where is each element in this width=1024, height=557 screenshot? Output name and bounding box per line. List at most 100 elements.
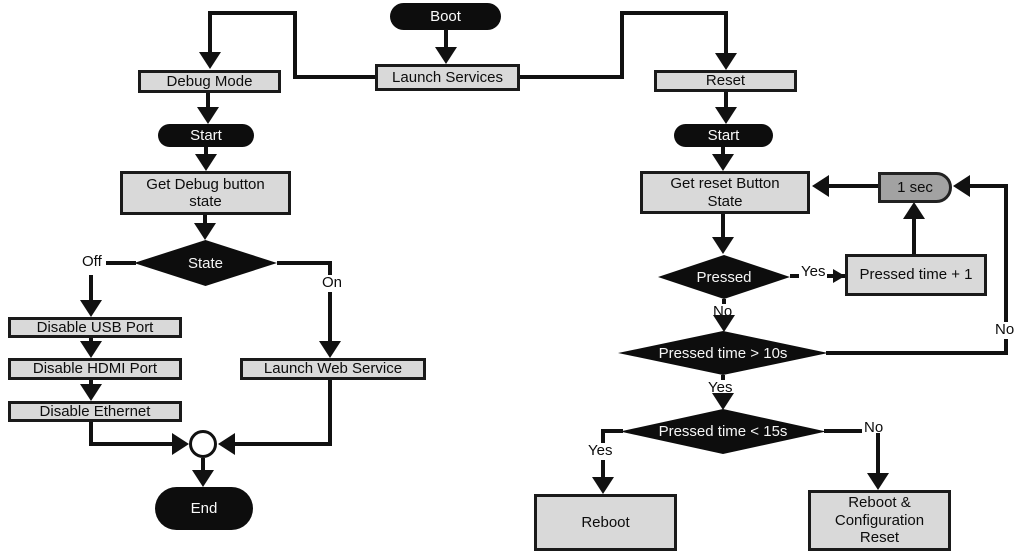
- node-reboot-label: Reboot: [581, 513, 630, 531]
- node-pressed-time-plus-one: Pressed time + 1: [845, 254, 987, 296]
- connector-launch-reset-h1: [520, 75, 624, 79]
- node-state-decision-label: State: [187, 254, 224, 272]
- node-launch-web-service-label: Launch Web Service: [263, 360, 403, 378]
- node-end-terminal: End: [155, 487, 253, 530]
- connector-launch-reset-h2: [620, 11, 728, 15]
- node-disable-usb-port: Disable USB Port: [8, 317, 182, 338]
- connector-launch-debug-h2: [208, 11, 297, 15]
- arrowhead-left-icon: [218, 433, 235, 455]
- connector-launch-debug-v1: [293, 11, 297, 79]
- node-launch-services-label: Launch Services: [392, 68, 503, 86]
- arrowhead-down-icon: [192, 470, 214, 487]
- connector-gt10-no-h: [826, 351, 1008, 355]
- node-debug-start-terminal: Start: [158, 124, 254, 147]
- arrowhead-down-icon: [194, 223, 216, 240]
- connector-lt15-no-h: [824, 429, 882, 433]
- arrowhead-down-icon: [712, 237, 734, 254]
- node-reboot-config-reset-label: Reboot & Configuration Reset: [834, 494, 925, 547]
- arrowhead-down-icon: [592, 477, 614, 494]
- node-pressed-time-lt-15s-label: Pressed time < 15s: [658, 423, 788, 440]
- arrowhead-down-icon: [199, 52, 221, 69]
- connector-launch-reset-v1: [620, 11, 624, 79]
- connector-usb-hdmi-line: [89, 338, 93, 342]
- arrowhead-up-icon: [903, 202, 925, 219]
- arrowhead-down-icon: [319, 341, 341, 358]
- connector-loop-no-h-top: [966, 184, 1008, 188]
- node-reset-start-terminal: Start: [674, 124, 773, 147]
- connector-merge-end-line: [201, 458, 205, 471]
- arrowhead-down-icon: [715, 53, 737, 70]
- arrowhead-right-icon: [833, 269, 845, 283]
- connector-boot-launch-line: [444, 29, 448, 49]
- edge-label-off: Off: [80, 253, 104, 271]
- node-disable-hdmi-port: Disable HDMI Port: [8, 358, 182, 380]
- edge-label-lt15-yes: Yes: [586, 442, 615, 460]
- arrowhead-down-icon: [715, 107, 737, 124]
- connector-state-off-h: [106, 261, 136, 265]
- node-pressed-decision-label: Pressed: [696, 268, 752, 286]
- node-state-decision: State: [134, 240, 277, 286]
- node-debug-start-label: Start: [190, 127, 222, 144]
- node-reboot: Reboot: [534, 494, 677, 551]
- arrowhead-down-icon: [867, 473, 889, 490]
- arrowhead-left-icon: [953, 175, 970, 197]
- edge-label-on: On: [320, 274, 345, 292]
- arrowhead-down-icon: [712, 154, 734, 171]
- connector-web-merge-v: [328, 380, 332, 444]
- arrowhead-down-icon: [80, 341, 102, 358]
- node-disable-hdmi-port-label: Disable HDMI Port: [32, 360, 158, 378]
- node-launch-web-service: Launch Web Service: [240, 358, 426, 380]
- arrowhead-left-icon: [812, 175, 829, 197]
- node-pressed-time-gt-10s-label: Pressed time > 10s: [658, 344, 788, 362]
- node-debug-mode-label: Debug Mode: [166, 72, 253, 90]
- connector-lt15-yes-h: [601, 429, 623, 433]
- node-launch-services: Launch Services: [375, 64, 520, 91]
- connector-start-getdebug-line: [204, 147, 208, 155]
- node-disable-ethernet: Disable Ethernet: [8, 401, 182, 422]
- connector-launch-debug-v2: [208, 11, 212, 53]
- node-get-debug-button-state-label: Get Debug button state: [146, 175, 265, 210]
- connector-launch-reset-v2: [724, 11, 728, 53]
- node-one-sec-delay-label: 1 sec: [897, 179, 933, 196]
- node-get-debug-button-state: Get Debug button state: [120, 171, 291, 215]
- node-one-sec-delay: 1 sec: [878, 172, 952, 203]
- connector-lt15-no-v: [876, 433, 880, 473]
- node-end-label: End: [190, 500, 218, 517]
- arrowhead-down-icon: [712, 393, 734, 410]
- connector-hdmi-eth-line: [89, 380, 93, 384]
- node-pressed-decision: Pressed: [658, 255, 790, 299]
- connector-eth-merge-h: [89, 442, 174, 446]
- merge-connector-circle: [189, 430, 217, 458]
- node-boot-terminal: Boot: [390, 3, 501, 30]
- node-get-reset-button-state-label: Get reset Button State: [670, 175, 780, 210]
- arrowhead-down-icon: [713, 315, 735, 332]
- node-pressed-time-plus-one-label: Pressed time + 1: [859, 266, 973, 284]
- connector-web-merge-h: [233, 442, 332, 446]
- edge-label-gt10-yes: Yes: [706, 379, 735, 397]
- arrowhead-down-icon: [80, 300, 102, 317]
- connector-reset-start-line: [724, 92, 728, 108]
- node-debug-mode: Debug Mode: [138, 70, 281, 93]
- node-reset-label: Reset: [705, 72, 746, 90]
- arrowhead-down-icon: [435, 47, 457, 64]
- node-pressed-time-lt-15s-decision: Pressed time < 15s: [620, 409, 826, 454]
- connector-state-on-v: [328, 261, 332, 342]
- node-disable-ethernet-label: Disable Ethernet: [39, 402, 151, 420]
- edge-label-gt10-no: No: [993, 321, 1017, 339]
- node-disable-usb-port-label: Disable USB Port: [36, 318, 154, 336]
- connector-eth-merge-v: [89, 422, 93, 446]
- connector-plusone-delay-line: [912, 218, 916, 254]
- connector-getreset-pressed-line: [721, 214, 725, 238]
- edge-label-pressed-yes: Yes: [799, 263, 828, 281]
- connector-getdebug-state-line: [203, 215, 207, 225]
- arrowhead-right-icon: [172, 433, 189, 455]
- arrowhead-down-icon: [195, 154, 217, 171]
- arrowhead-down-icon: [80, 384, 102, 401]
- connector-launch-debug-h1: [296, 75, 375, 79]
- node-reset-start-label: Start: [707, 127, 740, 144]
- node-reset: Reset: [654, 70, 797, 92]
- connector-delay-getreset-line: [826, 184, 878, 188]
- edge-label-lt15-no: No: [862, 419, 886, 437]
- node-reboot-config-reset: Reboot & Configuration Reset: [808, 490, 951, 551]
